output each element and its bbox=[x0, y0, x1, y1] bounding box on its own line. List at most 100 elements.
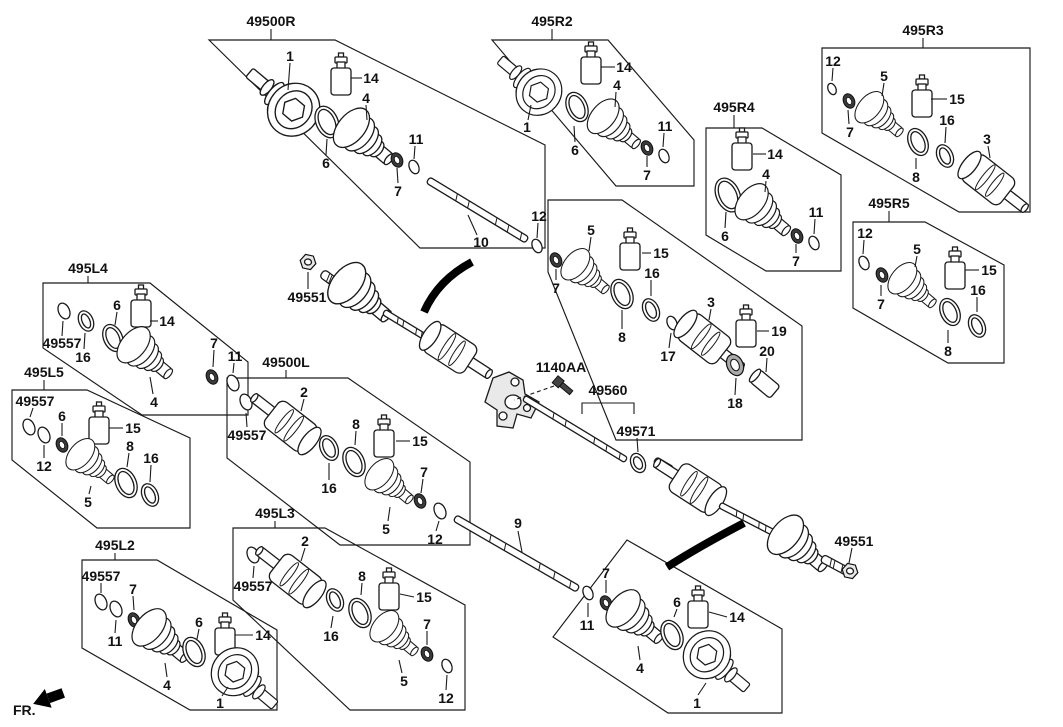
part-number-label: 7 bbox=[643, 167, 651, 183]
group-outline-mid-kit bbox=[547, 199, 803, 441]
part-callout-6: 6 bbox=[195, 614, 203, 640]
group-label-495L5: 495L5 bbox=[24, 364, 64, 380]
snap-ring-part bbox=[641, 298, 661, 322]
cv-boot-part bbox=[364, 457, 414, 505]
part-number-label: 12 bbox=[825, 53, 841, 69]
part-callout-4: 4 bbox=[163, 662, 171, 693]
boot-clamp-part bbox=[205, 369, 219, 385]
part-callout-16: 16 bbox=[939, 112, 955, 144]
part-callout-3: 3 bbox=[707, 294, 715, 321]
grease-tube-part bbox=[330, 52, 352, 96]
group-495R5: 495R5 bbox=[852, 195, 1005, 364]
part-callout-12: 12 bbox=[825, 53, 841, 82]
part-callout-1: 1 bbox=[286, 48, 294, 91]
group-outline-495R2 bbox=[490, 39, 695, 187]
bearing-bracket-part bbox=[484, 371, 540, 429]
snap-ring-part bbox=[935, 144, 955, 168]
group-label-495L4: 495L4 bbox=[68, 260, 108, 276]
part-callout-18: 18 bbox=[727, 377, 743, 411]
inner-joint-part bbox=[957, 150, 1029, 213]
part-callout-8: 8 bbox=[126, 438, 134, 468]
part-callout-11: 11 bbox=[809, 204, 824, 235]
snap-ring-part bbox=[22, 418, 36, 436]
group-br-kit bbox=[552, 539, 783, 714]
part-number-label: 15 bbox=[412, 433, 428, 449]
part-number-label: 6 bbox=[58, 408, 66, 424]
part-number-label: 8 bbox=[126, 438, 134, 454]
snap-ring-part bbox=[441, 658, 453, 674]
part-callout-49560: 49560 bbox=[589, 382, 628, 398]
outer-cv-joint-part bbox=[497, 55, 563, 116]
part-number-label: 7 bbox=[129, 581, 137, 597]
inner-joint-part bbox=[418, 320, 493, 380]
outer-cv-joint-part bbox=[245, 68, 321, 137]
part-number-label: 5 bbox=[587, 222, 595, 238]
part-number-label: 5 bbox=[84, 494, 92, 510]
part-number-label: 3 bbox=[707, 294, 715, 310]
part-callout-8: 8 bbox=[912, 158, 920, 185]
group-label-495R5: 495R5 bbox=[868, 195, 909, 211]
part-number-label: 49560 bbox=[589, 382, 628, 398]
snap-ring-part bbox=[109, 600, 123, 618]
snap-ring-part bbox=[939, 297, 961, 327]
part-number-label: 14 bbox=[616, 59, 632, 75]
part-number-label: 16 bbox=[321, 480, 337, 496]
snap-ring-part bbox=[182, 636, 206, 668]
part-number-label: 1 bbox=[523, 119, 531, 135]
cv-boot-part bbox=[854, 90, 904, 138]
part-callout-11: 11 bbox=[228, 348, 243, 374]
snap-ring-part bbox=[967, 314, 987, 338]
group-outline-495L3 bbox=[232, 527, 466, 711]
part-callout-11: 11 bbox=[658, 118, 673, 148]
part-number-label: 11 bbox=[580, 617, 595, 633]
part-callout-5: 5 bbox=[913, 241, 921, 268]
part-number-label: 11 bbox=[108, 633, 123, 649]
part-callout-7: 7 bbox=[394, 167, 402, 199]
part-callout-4: 4 bbox=[362, 90, 370, 121]
group-outline-495L5 bbox=[11, 389, 191, 529]
washer-part bbox=[629, 452, 647, 474]
part-callout-12: 12 bbox=[438, 674, 454, 706]
part-callout-7: 7 bbox=[792, 244, 800, 269]
part-number-label: 14 bbox=[255, 627, 271, 643]
part-callout-16: 16 bbox=[323, 615, 339, 644]
part-callout-49557: 49557 bbox=[16, 393, 55, 418]
part-callout-5: 5 bbox=[382, 506, 391, 537]
snap-ring-part bbox=[658, 148, 670, 164]
part-number-label: 4 bbox=[762, 166, 770, 182]
cv-boot-part bbox=[116, 326, 174, 380]
part-number-label: 11 bbox=[409, 131, 424, 147]
part-number-label: 1140AA bbox=[536, 359, 587, 375]
group-495R3: 495R3 bbox=[821, 22, 1031, 213]
grease-tube-part bbox=[735, 304, 757, 348]
part-number-label: 5 bbox=[400, 673, 408, 689]
cv-boot-part bbox=[65, 437, 115, 485]
part-number-label: 16 bbox=[323, 628, 339, 644]
group-label-495R3: 495R3 bbox=[902, 22, 943, 38]
part-callout-7: 7 bbox=[129, 581, 137, 611]
cap-part bbox=[725, 353, 745, 377]
part-callouts: 1144671110121144671112571516831464711127… bbox=[16, 48, 997, 711]
part-callout-7: 7 bbox=[877, 285, 885, 312]
part-callout-8: 8 bbox=[352, 416, 360, 446]
part-number-label: 49551 bbox=[835, 533, 874, 549]
part-number-label: 1 bbox=[216, 695, 224, 711]
shaft-part bbox=[522, 395, 628, 463]
snap-ring-part bbox=[827, 82, 837, 96]
part-number-label: 16 bbox=[75, 349, 91, 365]
part-callout-16: 16 bbox=[143, 450, 159, 483]
snap-ring-part bbox=[907, 127, 929, 157]
snap-ring-part bbox=[318, 434, 340, 462]
part-callout-14: 14 bbox=[351, 70, 379, 86]
part-callout-7: 7 bbox=[643, 156, 651, 183]
snap-ring-part bbox=[808, 235, 820, 251]
part-callout-1140AA: 1140AA bbox=[536, 359, 587, 375]
part-number-label: 14 bbox=[363, 70, 379, 86]
part-number-label: 8 bbox=[358, 568, 366, 584]
cv-boot-part bbox=[586, 98, 641, 150]
part-callout-7: 7 bbox=[420, 464, 428, 494]
part-number-label: 12 bbox=[438, 690, 454, 706]
part-callout-49557: 49557 bbox=[43, 320, 82, 351]
snap-ring-part bbox=[660, 619, 684, 651]
part-number-label: 49557 bbox=[234, 578, 273, 594]
